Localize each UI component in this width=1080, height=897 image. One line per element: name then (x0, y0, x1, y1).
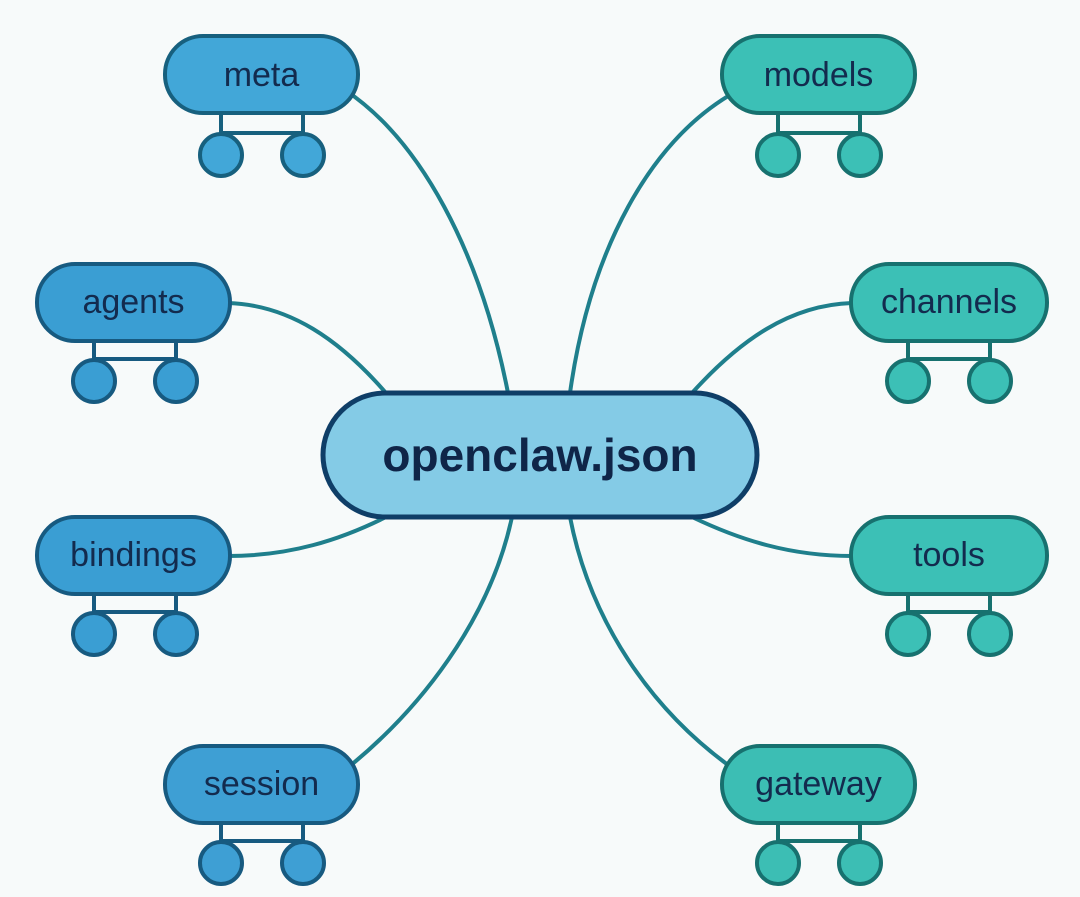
node-tools-pill (849, 515, 1049, 596)
connectors (226, 88, 854, 772)
node-gateway-pill (720, 744, 917, 825)
node-bindings-child-2 (153, 611, 199, 657)
node-models-pill (720, 34, 917, 115)
node-meta-label: meta (224, 56, 300, 94)
connector-agents (226, 301, 388, 395)
node-agents-pill (35, 262, 232, 343)
node-models-child-2 (837, 132, 883, 178)
node-channels-label: channels (881, 283, 1017, 321)
node-meta: meta (163, 34, 360, 178)
node-session-label: session (204, 765, 319, 803)
node-channels-child-1 (885, 358, 931, 404)
node-agents-child-1 (71, 358, 117, 404)
node-tools: tools (849, 515, 1049, 657)
node-agents-child-2 (153, 358, 199, 404)
node-channels-pill (849, 262, 1049, 343)
center-node-pill (320, 390, 760, 520)
connector-meta (343, 88, 510, 395)
node-models-child-1 (755, 132, 801, 178)
node-agents-label: agents (82, 283, 184, 321)
node-meta-child-1 (198, 132, 244, 178)
node-gateway-child-2 (837, 840, 883, 886)
node-bindings-label: bindings (70, 536, 197, 574)
connector-session (343, 515, 514, 772)
node-meta-pill (163, 34, 360, 115)
node-session: session (163, 744, 360, 886)
node-meta-child-2 (280, 132, 326, 178)
connector-models (568, 90, 737, 395)
connector-tools (690, 515, 854, 558)
connector-channels (690, 301, 854, 395)
node-tools-child-2 (967, 611, 1013, 657)
center-node: openclaw.json (320, 390, 760, 520)
connector-gateway (568, 515, 737, 772)
node-gateway: gateway (720, 744, 917, 886)
center-node-label: openclaw.json (382, 429, 697, 481)
node-gateway-label: gateway (755, 765, 882, 803)
node-gateway-child-1 (755, 840, 801, 886)
node-tools-label: tools (913, 536, 985, 574)
node-agents: agents (35, 262, 232, 404)
node-bindings-child-1 (71, 611, 117, 657)
node-session-child-2 (280, 840, 326, 886)
node-models-label: models (764, 56, 874, 94)
node-session-pill (163, 744, 360, 825)
node-tools-child-1 (885, 611, 931, 657)
node-bindings-pill (35, 515, 232, 596)
node-bindings: bindings (35, 515, 232, 657)
node-session-child-1 (198, 840, 244, 886)
node-models: models (720, 34, 917, 178)
node-channels: channels (849, 262, 1049, 404)
node-channels-child-2 (967, 358, 1013, 404)
connector-bindings (226, 515, 388, 558)
